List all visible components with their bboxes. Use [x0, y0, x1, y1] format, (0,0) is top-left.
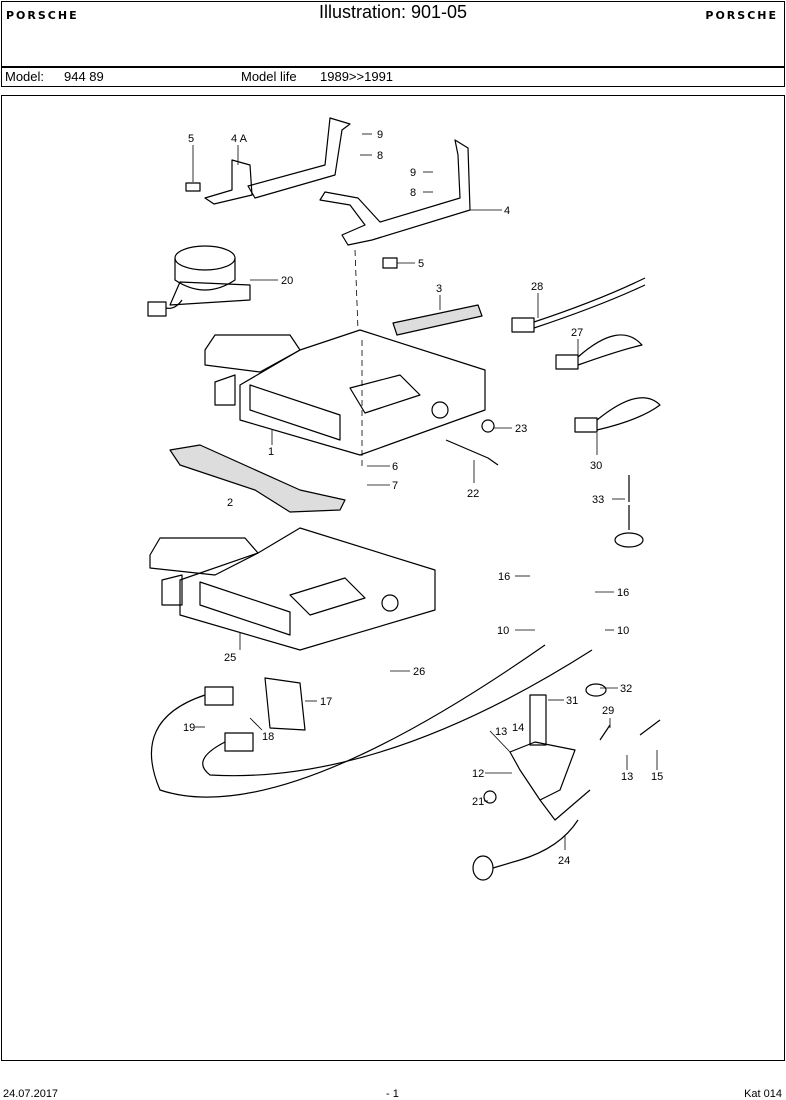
- callout-3: 3: [436, 283, 442, 295]
- callout-6: 6: [392, 461, 398, 473]
- callout-5: 5: [188, 133, 194, 145]
- callout-10: 10: [617, 625, 629, 637]
- model-value: 944 89: [64, 69, 104, 84]
- callout-23: 23: [515, 423, 527, 435]
- callout-14: 14: [512, 722, 524, 734]
- callout-30: 30: [590, 460, 602, 472]
- callout-10: 10: [497, 625, 509, 637]
- callout-20: 20: [281, 275, 293, 287]
- footer-page: - 1: [386, 1088, 399, 1100]
- bracket-4a-drawing: [247, 117, 351, 199]
- callout-27: 27: [571, 327, 583, 339]
- callout-21: 21: [472, 796, 484, 808]
- callout-22: 22: [467, 488, 479, 500]
- callout-9: 9: [377, 129, 383, 141]
- header-box: [1, 1, 785, 67]
- control-unit-1-drawing: [204, 334, 301, 373]
- footer-catalog: Kat 014: [744, 1088, 782, 1100]
- callout-1: 1: [268, 446, 274, 458]
- callout-33: 33: [592, 494, 604, 506]
- callout-17: 17: [320, 696, 332, 708]
- callout-2: 2: [227, 497, 233, 509]
- model-life-value: 1989>>1991: [320, 69, 394, 84]
- callout-12: 12: [472, 768, 484, 780]
- callout-15: 15: [651, 771, 663, 783]
- bracket-4-drawing: [319, 139, 471, 246]
- callout-29: 29: [602, 705, 614, 717]
- callout-8: 8: [377, 150, 383, 162]
- callout-16: 16: [617, 587, 629, 599]
- model-label: Model:: [5, 69, 45, 84]
- callout-28: 28: [531, 281, 543, 293]
- control-unit-25-drawing: [149, 537, 259, 576]
- strip-3-drawing: [392, 304, 483, 336]
- illustration-frame: [1, 95, 785, 1061]
- callout-18: 18: [262, 731, 274, 743]
- callout-13: 13: [495, 726, 507, 738]
- model-bar: Model: 944 89 Model life 1989>>1991: [1, 67, 785, 87]
- footer-date: 24.07.2017: [3, 1088, 59, 1100]
- callout-24: 24: [558, 855, 570, 867]
- callout-4a: 4 A: [231, 133, 248, 145]
- model-life-label: Model life: [241, 69, 297, 84]
- callout-19: 19: [183, 722, 195, 734]
- porsche-logo-left: PORSCHE: [6, 9, 79, 22]
- callout-7: 7: [392, 480, 398, 492]
- callout-4: 4: [504, 205, 510, 217]
- porsche-logo-right: PORSCHE: [705, 9, 778, 22]
- callout-5: 5: [418, 258, 424, 270]
- callout-32: 32: [620, 683, 632, 695]
- callout-16: 16: [498, 571, 510, 583]
- gasket-2-drawing: [169, 444, 346, 513]
- callout-31: 31: [566, 695, 578, 707]
- callout-26: 26: [413, 666, 425, 678]
- callout-8: 8: [410, 187, 416, 199]
- callout-9: 9: [410, 167, 416, 179]
- callout-13: 13: [621, 771, 633, 783]
- callout-25: 25: [224, 652, 236, 664]
- illustration-title: Illustration: 901-05: [318, 2, 468, 22]
